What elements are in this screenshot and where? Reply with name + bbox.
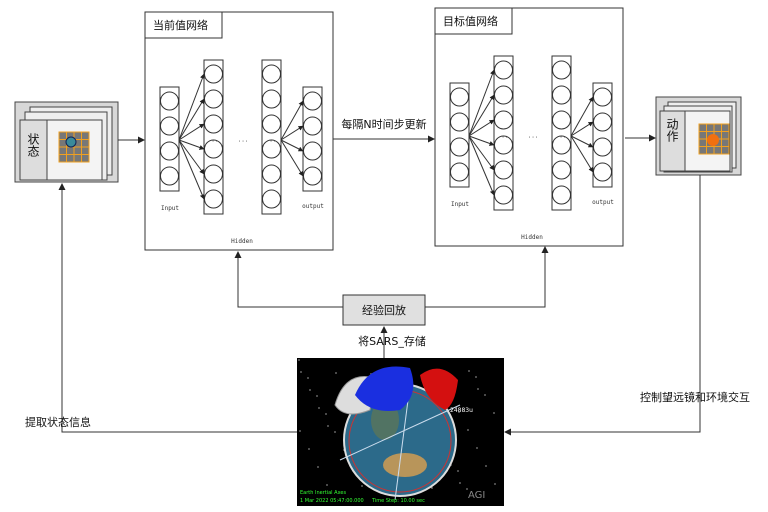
satellite-simulation-image: 24883u Earth Inertial Axes 1 Mar 2022 05… — [297, 358, 504, 506]
neuron — [303, 141, 322, 161]
svg-text:···: ··· — [266, 138, 277, 145]
svg-text:···: ··· — [208, 138, 219, 145]
neuron — [160, 141, 179, 161]
svg-text:动作: 动作 — [665, 118, 679, 142]
neuron — [494, 110, 513, 130]
neuron — [593, 87, 612, 107]
grid-icon — [58, 131, 90, 163]
svg-text:Earth Inertial Axes: Earth Inertial Axes — [300, 490, 346, 496]
neuron — [552, 110, 571, 130]
neuron — [262, 89, 281, 109]
neuron — [262, 164, 281, 184]
neuron — [160, 166, 179, 186]
neuron — [593, 112, 612, 132]
neuron — [552, 85, 571, 105]
control-label: 控制望远镜和环境交互 — [640, 390, 750, 404]
svg-text:经验回放: 经验回放 — [362, 303, 406, 317]
svg-text:···: ··· — [238, 138, 249, 145]
neuron — [450, 162, 469, 182]
neuron — [160, 91, 179, 111]
action-block: 动作 — [655, 96, 742, 176]
store-label: 将SARS_存储 — [358, 334, 426, 348]
network-title-box — [144, 11, 223, 39]
grid-icon — [698, 123, 730, 155]
control-arrow — [504, 175, 701, 436]
neuron — [262, 64, 281, 84]
neuron — [303, 166, 322, 186]
neuron — [160, 116, 179, 136]
extract-state-arrow — [58, 183, 297, 433]
neuron — [262, 189, 281, 209]
svg-text:output: output — [592, 199, 614, 206]
svg-text:Input: Input — [451, 201, 469, 208]
svg-text:output: output — [302, 203, 324, 210]
svg-text:Time Step: 10.00 sec: Time Step: 10.00 sec — [371, 498, 425, 504]
neuron — [450, 112, 469, 132]
replay-to-target-arrow — [425, 246, 549, 308]
replay-to-current-arrow — [234, 251, 343, 308]
svg-text:Input: Input — [161, 205, 179, 212]
neuron — [204, 89, 223, 109]
neuron — [494, 185, 513, 205]
network-title: 当前值网络 — [153, 18, 208, 32]
network-title-box — [434, 7, 513, 35]
state-block: 状态 — [14, 101, 119, 183]
neuron — [552, 185, 571, 205]
neuron — [494, 160, 513, 180]
svg-text:Hidden: Hidden — [521, 234, 543, 241]
neuron — [204, 114, 223, 134]
svg-text:···: ··· — [556, 134, 567, 141]
svg-text:1 Mar 2022 05:47:00.000: 1 Mar 2022 05:47:00.000 — [300, 498, 364, 504]
neuron — [450, 87, 469, 107]
neuron — [494, 135, 513, 155]
layer — [302, 86, 323, 192]
neuron — [204, 139, 223, 159]
neuron — [494, 85, 513, 105]
network-title: 目标值网络 — [443, 14, 498, 28]
svg-text:···: ··· — [528, 134, 539, 141]
extract-label: 提取状态信息 — [25, 415, 91, 429]
neuron — [262, 139, 281, 159]
svg-text:状态: 状态 — [26, 133, 40, 157]
neuron — [593, 137, 612, 157]
svg-text:Hidden: Hidden — [231, 238, 253, 245]
neuron — [303, 91, 322, 111]
neuron — [204, 164, 223, 184]
neuron — [303, 116, 322, 136]
neuron — [593, 162, 612, 182]
svg-text:24883u: 24883u — [450, 407, 473, 414]
neuron — [262, 114, 281, 134]
agi-logo: AGI — [468, 490, 485, 501]
neuron — [204, 64, 223, 84]
neuron — [552, 135, 571, 155]
layer — [592, 82, 613, 188]
experience-replay-box — [342, 294, 426, 326]
neuron — [450, 137, 469, 157]
neuron — [552, 60, 571, 80]
neuron — [204, 189, 223, 209]
update-label: 每隔N时间步更新 — [341, 117, 426, 131]
neuron — [494, 60, 513, 80]
neuron — [552, 160, 571, 180]
svg-text:···: ··· — [498, 134, 509, 141]
